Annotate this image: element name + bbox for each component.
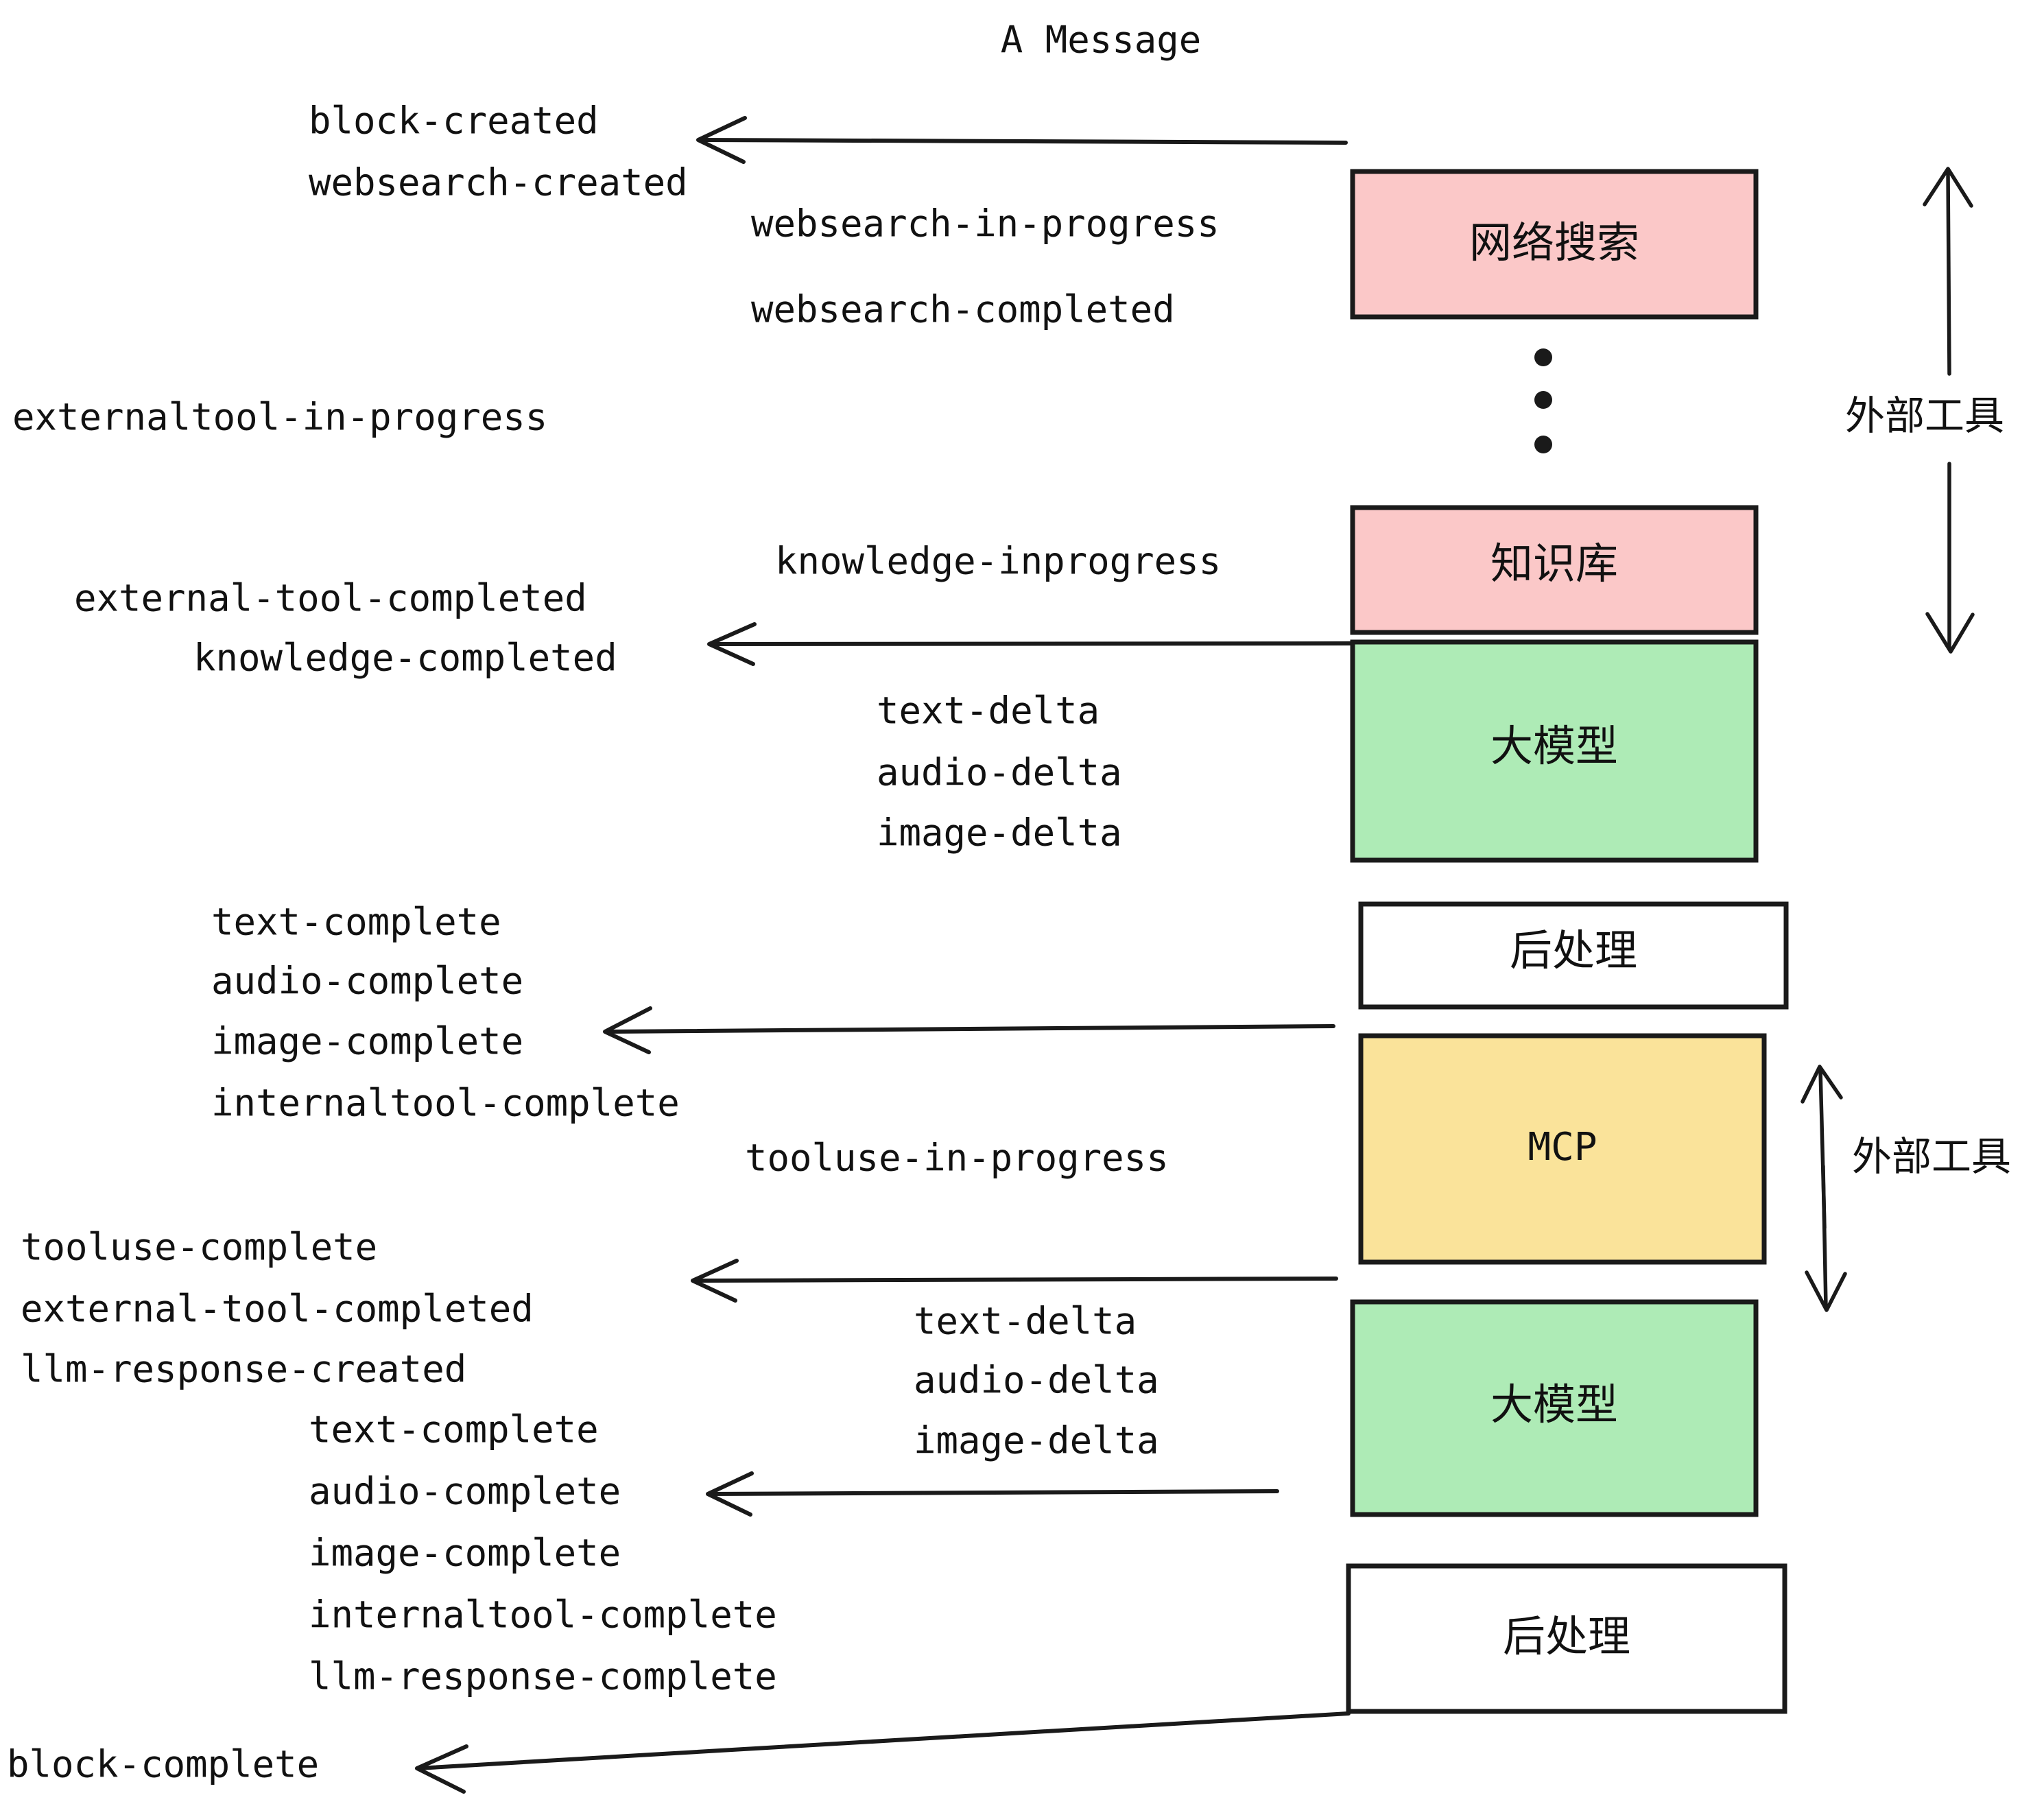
arrow-head-audio-complete — [706, 1471, 754, 1517]
external-tool-top-label: 外部工具 — [1845, 392, 2004, 439]
node-label-mcp: MCP — [1528, 1125, 1597, 1170]
node-label-knowledge: 知识库 — [1490, 538, 1618, 589]
event-label-text-delta-1: text-delta — [877, 689, 1100, 733]
event-label-websearch-in-progress: websearch-in-progress — [751, 202, 1220, 246]
arrow-head-block-complete — [415, 1744, 468, 1794]
node-box-knowledge[interactable] — [1350, 505, 1759, 635]
event-label-llm-response-complete: llm-response-complete — [309, 1655, 777, 1698]
arrow-block-created — [698, 138, 1348, 145]
arrow-block-complete — [416, 1711, 1351, 1770]
arrow-external-tool-completed — [692, 1277, 1338, 1283]
ellipsis-dot-2 — [1534, 391, 1552, 409]
ellipsis-dot-3 — [1534, 436, 1552, 453]
event-label-audio-complete-2: audio-complete — [309, 1470, 621, 1513]
arrow-head-external-tool-completed — [691, 1259, 739, 1303]
event-label-tooluse-in-progress: tooluse-in-progress — [745, 1137, 1169, 1180]
arrow-audio-complete — [707, 1489, 1279, 1496]
node-box-postprocess-2[interactable] — [1346, 1563, 1787, 1714]
event-label-internaltool-complete-2: internaltool-complete — [309, 1593, 777, 1637]
event-label-internaltool-complete-1: internaltool-complete — [211, 1082, 680, 1125]
event-label-llm-response-created: llm-response-created — [21, 1348, 466, 1391]
event-label-knowledge-inprogress: knowledge-inprogress — [775, 540, 1221, 583]
event-label-websearch-created: websearch-created — [309, 161, 688, 204]
external-tool-bottom-down-arrow-shaft — [1821, 1164, 1828, 1309]
event-label-audio-complete-1: audio-complete — [211, 960, 523, 1003]
external-tool-bottom-up-arrow-head — [1801, 1065, 1843, 1104]
arrow-head-image-complete — [603, 1006, 652, 1054]
diagram-title: A Message — [1001, 19, 1202, 62]
event-label-image-delta-1: image-delta — [877, 811, 1122, 855]
external-tool-top-up-arrow-shaft — [1946, 169, 1951, 376]
arrow-head-knowledge-completed — [707, 622, 757, 666]
node-label-websearch: 网络搜索 — [1469, 217, 1639, 268]
event-label-image-delta-2: image-delta — [914, 1419, 1159, 1462]
node-box-llm-1[interactable] — [1350, 639, 1759, 863]
event-label-external-tool-completed-1: external-tool-completed — [74, 577, 587, 620]
event-label-audio-delta-2: audio-delta — [914, 1359, 1159, 1402]
ellipsis-dot-1 — [1534, 348, 1552, 366]
event-label-text-complete-2: text-complete — [309, 1408, 599, 1451]
event-label-image-complete-2: image-complete — [309, 1532, 621, 1575]
node-box-mcp[interactable] — [1358, 1033, 1767, 1265]
node-label-postprocess-1: 后处理 — [1510, 925, 1637, 975]
external-tool-bottom-down-arrow-head — [1805, 1270, 1847, 1312]
event-label-tooluse-complete: tooluse-complete — [21, 1226, 377, 1269]
event-label-text-complete-1: text-complete — [211, 901, 501, 944]
event-label-block-created: block-created — [309, 99, 599, 143]
event-label-websearch-completed: websearch-completed — [751, 288, 1175, 331]
node-box-llm-2[interactable] — [1350, 1299, 1759, 1517]
node-box-postprocess-1[interactable] — [1358, 901, 1789, 1010]
event-label-audio-delta-1: audio-delta — [877, 751, 1122, 794]
arrow-head-block-created — [696, 116, 747, 164]
event-label-text-delta-2: text-delta — [914, 1300, 1137, 1343]
node-label-llm-1: 大模型 — [1490, 721, 1618, 771]
event-label-knowledge-completed: knowledge-completed — [193, 637, 617, 680]
node-box-websearch[interactable] — [1350, 169, 1759, 320]
event-label-externaltool-in-progress: externaltool-in-progress — [12, 396, 547, 439]
node-label-llm-2: 大模型 — [1490, 1379, 1618, 1429]
arrow-knowledge-completed — [709, 641, 1355, 646]
node-label-postprocess-2: 后处理 — [1503, 1611, 1630, 1661]
event-label-image-complete-1: image-complete — [211, 1020, 523, 1063]
external-tool-top-up-arrow-head — [1923, 167, 1973, 208]
external-tool-bottom-label: 外部工具 — [1852, 1133, 2011, 1180]
external-tool-top-down-arrow-head — [1925, 612, 1975, 654]
arrow-image-complete — [604, 1024, 1335, 1034]
event-label-block-complete: block-complete — [7, 1743, 319, 1786]
event-label-external-tool-completed-2: external-tool-completed — [21, 1287, 534, 1331]
